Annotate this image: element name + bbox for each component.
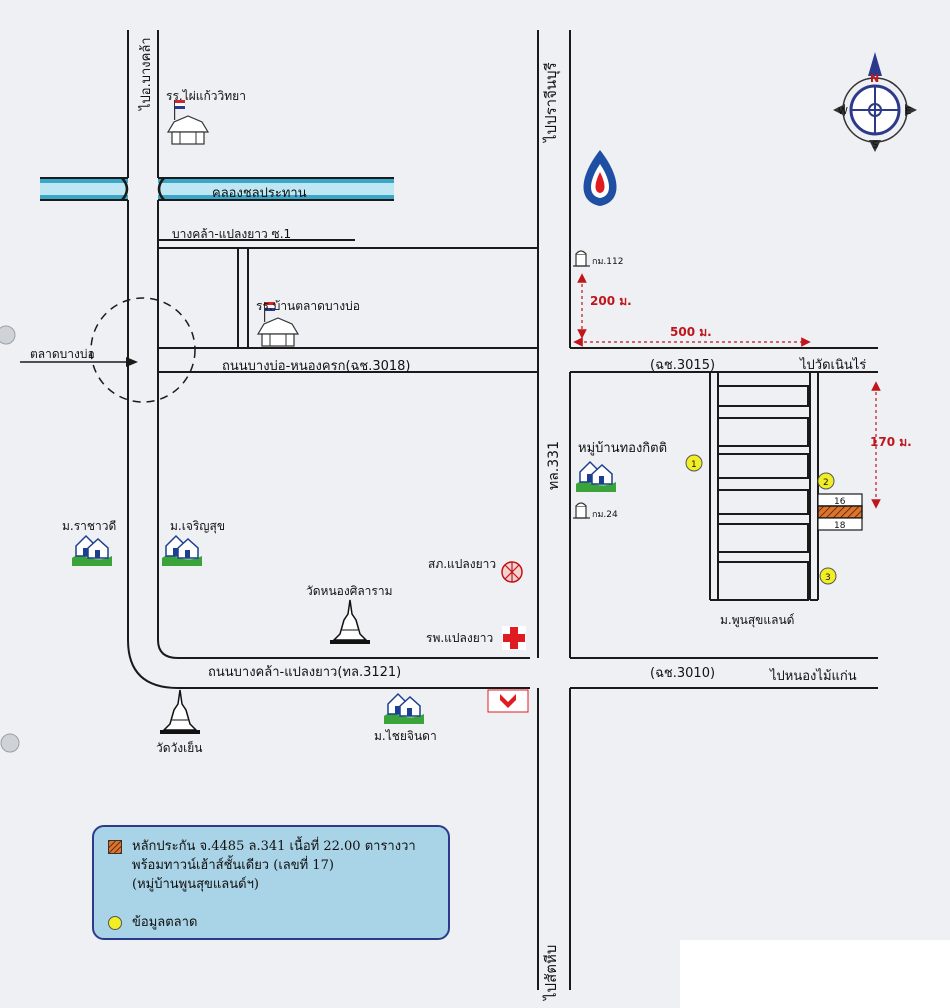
market-data-marker-2 bbox=[817, 472, 835, 490]
punch-hole bbox=[0, 325, 16, 345]
distance-170-label: 170 ม. bbox=[870, 435, 912, 449]
road-label-soi-1: บางคล้า-แปลงยาว ซ.1 bbox=[172, 227, 291, 241]
canal bbox=[40, 177, 394, 201]
hospital-icon bbox=[502, 626, 526, 650]
market-label: ตลาดบางบ่อ bbox=[30, 347, 95, 361]
road-label-bang-khla: ไปอ.บางคล้า bbox=[138, 37, 154, 111]
wat-wang-yen-label: วัดวังเย็น bbox=[156, 740, 202, 755]
distance-500-label: 500 ม. bbox=[670, 325, 712, 339]
legend-collateral-text: หลักประกัน จ.4485 ล.341 เนื้อที่ 22.00 ต… bbox=[132, 837, 416, 894]
market-data-marker-1 bbox=[685, 454, 703, 472]
marker-1-label: 1 bbox=[691, 460, 697, 470]
collateral-lot bbox=[817, 505, 863, 519]
road-label-ban-bo: ถนนบางบ่อ-หนองครก(ฉช.3018) bbox=[222, 359, 411, 374]
road-label-wat-noen-rai: ไปวัดเนินไร่ bbox=[799, 357, 866, 373]
village-racha-label: ม.ราชาวดี bbox=[62, 519, 116, 533]
compass-east: E bbox=[905, 106, 911, 117]
punch-hole bbox=[0, 733, 20, 753]
legend-collateral-line-2: พร้อมทาวน์เฮ้าส์ชั้นเดียว (เลขที่ 17) bbox=[132, 858, 334, 873]
road-label-bang-khla-plaeng-yao: ถนนบางคล้า-แปลงยาว(ทล.3121) bbox=[208, 665, 401, 680]
lot-16-label: 16 bbox=[834, 497, 846, 507]
compass-icon bbox=[833, 52, 917, 152]
lot-18-label: 18 bbox=[834, 521, 846, 531]
distance-200-label: 200 ม. bbox=[590, 294, 632, 308]
ptt-station-icon bbox=[583, 150, 617, 206]
hospital-label: รพ.แปลงยาว bbox=[426, 631, 493, 645]
corner-white-patch bbox=[680, 940, 950, 1008]
compass-west: W bbox=[838, 106, 848, 117]
road-label-3015: (ฉช.3015) bbox=[650, 358, 715, 373]
road-label-3010: (ฉช.3010) bbox=[650, 666, 715, 681]
market-arrow-icon bbox=[126, 357, 138, 367]
village-blocks bbox=[717, 385, 809, 601]
school-bang-bo-label: รร.บ้านตลาดบางบ่อ bbox=[256, 299, 360, 313]
legend-collateral-line-1: หลักประกัน จ.4485 ล.341 เนื้อที่ 22.00 ต… bbox=[132, 839, 416, 854]
police-label: สภ.แปลงยาว bbox=[428, 557, 496, 571]
legend-market-row: ข้อมูลตลาด bbox=[108, 913, 197, 932]
km24-label: กม.24 bbox=[592, 510, 618, 520]
legend-collateral-line-3: (หมู่บ้านพูนสุขแลนด์ฯ) bbox=[132, 877, 259, 892]
road-label-prachin: ไปปราจีนบุรี bbox=[542, 62, 561, 143]
police-station-icon bbox=[501, 561, 523, 583]
village-chai-label: ม.ไชยจินดา bbox=[374, 729, 437, 743]
village-charoen-label: ม.เจริญสุข bbox=[170, 519, 225, 534]
road-lines bbox=[127, 30, 878, 990]
road-label-nong-mai-kaen: ไปหนองไม้แก่น bbox=[769, 668, 857, 684]
map-legend: หลักประกัน จ.4485 ล.341 เนื้อที่ 22.00 ต… bbox=[92, 825, 450, 940]
market-data-marker-3 bbox=[819, 567, 837, 585]
collateral-swatch-icon bbox=[108, 840, 122, 854]
marker-2-label: 2 bbox=[823, 478, 829, 488]
lot-18-box bbox=[817, 517, 863, 531]
legend-market-label: ข้อมูลตลาด bbox=[132, 915, 198, 930]
km112-label: กม.112 bbox=[592, 257, 623, 267]
school-phai-label: รร.ไผ่แก้ววิทยา bbox=[166, 89, 246, 103]
compass-south: S bbox=[872, 140, 878, 151]
wat-nong-sila-label: วัดหนองศิลาราม bbox=[306, 584, 393, 598]
market-area-circle bbox=[90, 297, 196, 403]
village-thong-label: หมู่บ้านทองกิตติ bbox=[578, 441, 667, 456]
compass-north: N bbox=[870, 72, 879, 85]
village-phun-suk-label: ม.พูนสุขแลนด์ bbox=[720, 613, 794, 628]
road-label-sattahip: ไปสัตหีบ bbox=[542, 945, 560, 1001]
honda-dealer-icon bbox=[487, 689, 529, 713]
market-data-swatch-icon bbox=[108, 916, 122, 930]
marker-3-label: 3 bbox=[825, 573, 831, 583]
road-label-highway-331: ทล.331 bbox=[546, 441, 562, 490]
legend-collateral-row: หลักประกัน จ.4485 ล.341 เนื้อที่ 22.00 ต… bbox=[108, 837, 416, 894]
canal-label: คลองชลประทาน bbox=[212, 186, 307, 201]
